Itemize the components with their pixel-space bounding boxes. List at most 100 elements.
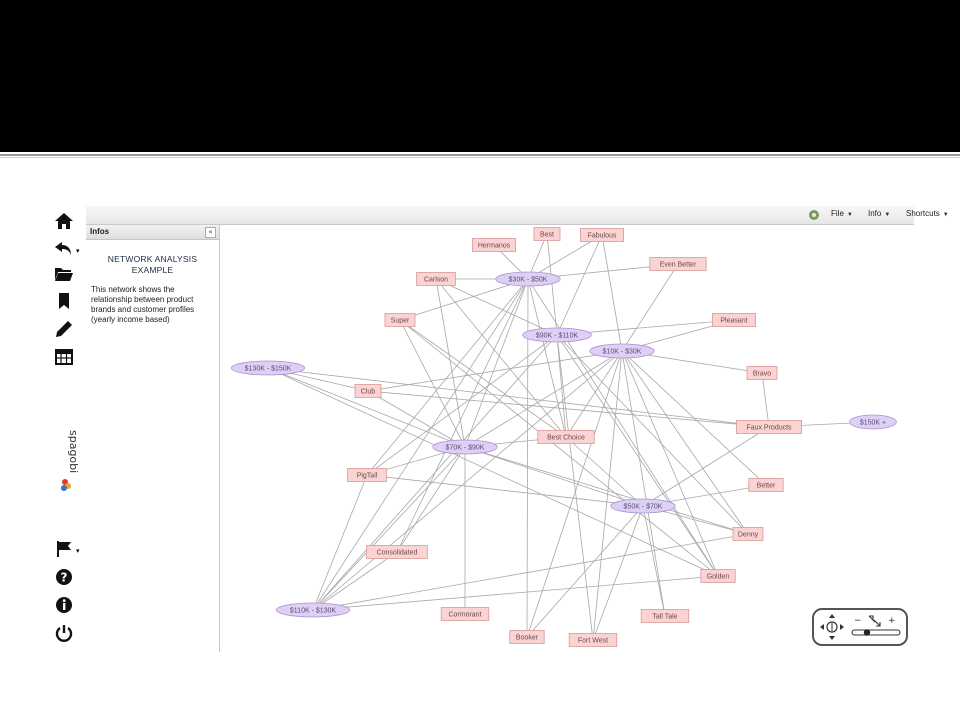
edge <box>527 233 548 280</box>
product-node[interactable]: Hermanos <box>471 238 516 252</box>
chevron-down-icon: ▼ <box>942 212 949 218</box>
zoom-out-icon[interactable]: − <box>854 616 862 626</box>
info-icon[interactable] <box>52 594 76 616</box>
power-icon[interactable] <box>52 622 76 644</box>
collapse-panel-button[interactable]: « <box>205 227 216 238</box>
product-node[interactable]: Best Choice <box>537 430 595 444</box>
edge <box>621 350 749 535</box>
zoom-slider[interactable] <box>851 629 901 636</box>
edge <box>761 372 770 428</box>
menu-info[interactable]: Info▼ <box>868 209 891 218</box>
gear-icon[interactable] <box>808 209 820 221</box>
help-icon[interactable]: ? <box>52 566 76 588</box>
edge <box>464 278 529 448</box>
edge <box>435 278 466 448</box>
profile-node-label: $10K - $30K <box>603 349 642 356</box>
product-node[interactable]: Club <box>354 384 382 398</box>
product-node[interactable]: Pleasant <box>711 313 756 327</box>
profile-node[interactable]: $50K - $70K <box>610 498 676 514</box>
edge <box>312 575 719 611</box>
home-icon[interactable] <box>52 210 76 232</box>
profile-node[interactable]: $30K - $50K <box>495 271 561 287</box>
edge <box>312 350 623 611</box>
product-node-label: Booker <box>516 635 539 642</box>
bookmark-icon[interactable] <box>52 290 76 312</box>
profile-node[interactable]: $90K - $110K <box>522 327 592 343</box>
edge <box>592 350 623 641</box>
product-node[interactable]: Best <box>533 227 561 241</box>
product-node[interactable]: Booker <box>509 630 545 644</box>
product-node[interactable]: Consolidated <box>366 545 428 559</box>
product-node-label: Best Choice <box>547 435 585 442</box>
edge <box>556 334 567 438</box>
undo-icon[interactable] <box>52 238 76 260</box>
profile-node[interactable]: $10K - $30K <box>589 343 655 359</box>
folder-icon[interactable] <box>52 263 76 285</box>
product-node[interactable]: Denny <box>732 527 764 541</box>
edge <box>556 334 594 641</box>
product-node[interactable]: Golden <box>700 569 736 583</box>
edge <box>396 446 466 553</box>
edge <box>366 334 558 476</box>
profile-node[interactable]: $150K + <box>849 414 897 430</box>
profile-node-label: $30K - $50K <box>509 277 548 284</box>
product-node[interactable]: PigTail <box>347 468 387 482</box>
product-node[interactable]: Better <box>748 478 784 492</box>
menu-shortcuts[interactable]: Shortcuts▼ <box>906 209 949 218</box>
zoom-in-icon[interactable]: + <box>888 616 896 626</box>
spagobi-logo: spagobi <box>54 428 80 498</box>
edge <box>367 390 466 448</box>
product-node-label: Consolidated <box>377 550 418 557</box>
product-node-label: Better <box>757 483 776 490</box>
network-description: This network shows the relationship betw… <box>91 285 195 324</box>
product-node[interactable]: Carlson <box>416 272 456 286</box>
product-node[interactable]: Bravo <box>746 366 778 380</box>
product-node-label: Pleasant <box>720 318 747 325</box>
product-node-label: Tall Tale <box>652 614 677 621</box>
flag-icon[interactable] <box>52 538 76 560</box>
edge <box>565 350 623 438</box>
product-node[interactable]: Faux Products <box>736 420 803 434</box>
product-node[interactable]: Tall Tale <box>640 609 690 623</box>
edge <box>312 334 558 611</box>
edge <box>464 446 749 535</box>
edge <box>367 390 770 428</box>
chevron-down-icon: ▼ <box>846 212 853 218</box>
profile-node-label: $130K - $150K <box>245 366 292 373</box>
edge <box>464 446 644 507</box>
zoom-slider-thumb[interactable] <box>863 629 871 636</box>
edge <box>592 505 644 641</box>
edge <box>546 233 558 336</box>
pan-control[interactable] <box>820 614 844 640</box>
profile-node-label: $110K - $130K <box>290 608 337 615</box>
edge <box>312 474 368 611</box>
slide-divider-thin <box>0 157 960 158</box>
spagobi-window: ▾ spagobi ▾ ? <box>48 206 949 652</box>
fit-view-icon[interactable] <box>868 615 876 623</box>
pencil-icon[interactable] <box>52 318 76 340</box>
product-node[interactable]: Even Better <box>649 257 707 271</box>
profile-node[interactable]: $70K - $90K <box>432 439 498 455</box>
product-node[interactable]: Fort West <box>568 633 618 647</box>
profile-node[interactable]: $110K - $130K <box>276 602 350 618</box>
edge <box>312 551 398 611</box>
menu-file[interactable]: File▼ <box>831 209 853 218</box>
product-node-label: Super <box>391 318 410 325</box>
edge <box>621 350 719 577</box>
product-node[interactable]: Cormorant <box>440 607 490 621</box>
profile-node[interactable]: $130K - $150K <box>231 360 305 376</box>
product-node-label: Bravo <box>753 371 771 378</box>
product-node[interactable]: Super <box>384 313 416 327</box>
chevron-down-icon[interactable]: ▾ <box>76 547 80 555</box>
edge <box>527 234 603 280</box>
navigation-control[interactable]: − + <box>812 608 908 646</box>
edge <box>565 436 644 507</box>
svg-text:?: ? <box>61 571 68 585</box>
table-icon[interactable] <box>52 346 76 368</box>
chevron-down-icon[interactable]: ▾ <box>76 247 80 255</box>
product-node[interactable]: Fabulous <box>579 228 624 242</box>
edge <box>399 319 567 438</box>
profile-node-label: $70K - $90K <box>446 445 485 452</box>
